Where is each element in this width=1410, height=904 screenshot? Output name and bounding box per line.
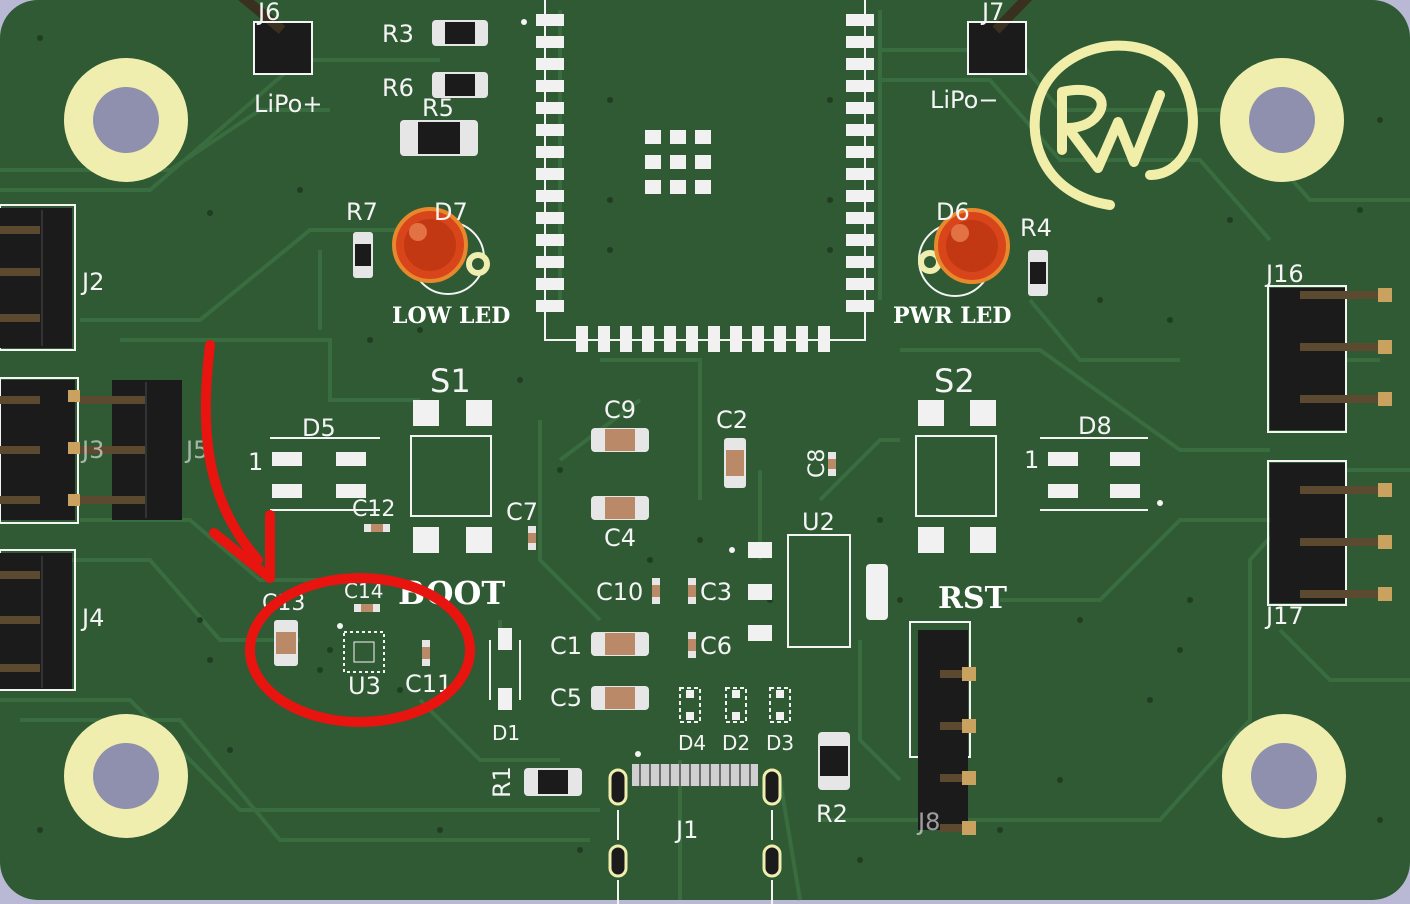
capacitor-c2 [724,438,746,488]
header-j5 [80,380,182,520]
label-d7: D7 [434,198,468,226]
switch-s1 [410,400,492,553]
led-d7 [392,207,490,295]
resistor-r7 [353,232,373,278]
label-r4: R4 [1020,214,1052,242]
capacitor-c6 [688,632,696,658]
label-c10: C10 [596,578,643,606]
label-j4: J4 [80,604,104,632]
header-j17 [1267,460,1392,606]
regulator-u2 [729,534,888,648]
diode-d2 [725,687,747,723]
label-c7: C7 [506,498,538,526]
label-j3: J3 [80,436,104,464]
label-u3: U3 [348,672,381,700]
label-c9: C9 [604,396,636,424]
label-j1: J1 [674,816,698,844]
label-r2: R2 [816,800,848,828]
label-d1: D1 [492,721,520,745]
battery-header-j6 [238,0,313,75]
header-j3 [0,377,80,524]
label-low-led: LOW LED [392,303,510,329]
capacitor-c4 [591,496,649,520]
label-s2: S2 [934,362,975,400]
diode-array-d5 [270,437,380,511]
mounting-hole-top-left [64,58,188,182]
label-r7: R7 [346,198,378,226]
capacitor-c9 [591,428,649,452]
highlight-circle-u3 [245,573,475,727]
esp-module-footprint [521,0,874,352]
resistor-r6 [432,72,488,98]
mounting-hole-bottom-right [1222,714,1346,838]
resistor-r2 [818,732,850,790]
resistor-r5 [400,120,478,156]
label-j16: J16 [1264,260,1304,288]
capacitor-c13 [274,620,298,666]
label-r1: R1 [488,766,516,798]
label-j6: J6 [256,0,280,26]
header-j16 [1267,285,1392,433]
label-lipo-plus: LiPo+ [254,90,322,118]
capacitor-c7 [528,526,536,550]
header-j4 [0,549,76,691]
header-j8 [909,621,976,835]
mounting-hole-top-right [1220,58,1344,182]
label-r5: R5 [422,94,454,122]
label-pin1-d8: 1 [1024,446,1039,474]
diode-array-d8 [1040,437,1163,511]
led-d6 [918,208,1010,297]
label-c8: C8 [805,449,830,478]
capacitor-c11 [422,640,430,666]
label-pwr-led: PWR LED [893,303,1012,329]
resistor-r1 [524,768,582,796]
capacitor-c5 [591,686,649,710]
label-pin1-d5: 1 [248,448,263,476]
capacitor-c14 [354,604,380,612]
battery-header-j7 [967,0,1033,75]
label-r3: R3 [382,20,414,48]
capacitor-c1 [591,632,649,656]
label-c3: C3 [700,578,732,606]
label-d4: D4 [678,731,706,755]
label-j17: J17 [1264,602,1304,630]
label-d3: D3 [766,731,794,755]
label-s1: S1 [430,362,471,400]
capacitor-c10 [652,578,660,604]
diode-d3 [769,687,791,723]
mounting-hole-bottom-left [64,714,188,838]
label-d2: D2 [722,731,750,755]
label-d6: D6 [936,198,970,226]
red-arrow-icon [200,340,275,583]
label-r6: R6 [382,74,414,102]
rw-logo-icon [1029,40,1198,210]
label-c5: C5 [550,684,582,712]
label-d5: D5 [302,414,336,442]
label-c1: C1 [550,632,582,660]
label-d8: D8 [1078,412,1112,440]
label-c2: C2 [716,406,748,434]
label-lipo-minus: LiPo− [930,86,998,114]
ic-u3 [337,623,385,673]
header-j2 [0,204,76,351]
resistor-r4 [1028,250,1048,296]
diode-d4 [679,687,701,723]
switch-s2 [915,400,997,553]
label-j8: J8 [916,808,940,836]
diode-d1 [489,628,521,710]
label-c4: C4 [604,524,636,552]
label-rst: RST [938,581,1008,616]
label-c6: C6 [700,632,732,660]
label-u2: U2 [802,508,835,536]
usb-c-connector-j1 [608,751,782,904]
capacitor-c8 [828,452,836,476]
label-c12: C12 [352,497,395,522]
capacitor-c12 [364,524,390,532]
resistor-r3 [432,20,488,46]
capacitor-c3 [688,578,696,604]
label-j7: J7 [980,0,1004,26]
label-j2: J2 [80,268,104,296]
